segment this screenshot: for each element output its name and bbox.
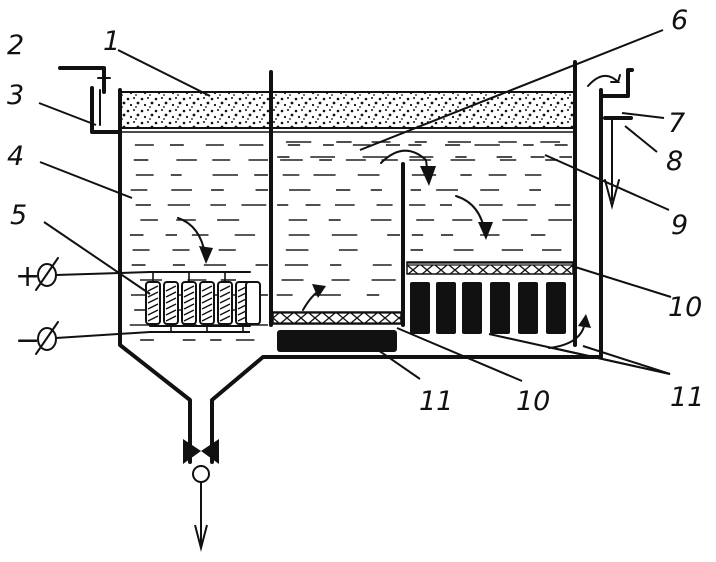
electrode-bottom [277,330,397,352]
electrode-hatch [183,309,195,316]
electrode-hatch [147,303,159,310]
label-10-lower: 10 [516,386,550,417]
electrode-hatch [201,315,213,322]
label-7: 7 [668,108,685,139]
left-foam-trough [90,86,122,134]
electrode-hatch [183,303,195,310]
electrode-hatch [165,291,177,298]
electrode-plate-dark [490,282,510,334]
electrode-hatch [147,297,159,304]
electrode-hatch [165,303,177,310]
label-5: 5 [10,200,27,231]
electrode-hatch [219,297,231,304]
label-9: 9 [671,210,688,241]
electrode-plate-dark [410,282,430,334]
electrode-hatch [183,285,195,292]
electrode-hatch [165,309,177,316]
electrode-plate-dark [462,282,482,334]
electrode-hatch [165,285,177,292]
electrode-block-right [410,282,566,334]
electrode-plate-dark [518,282,538,334]
foam-layer [119,91,576,129]
label-8: 8 [666,146,683,177]
label-4: 4 [7,141,24,172]
electrode-hatch [147,309,159,316]
electrode-block-left [145,271,261,333]
svg-text:+: + [15,259,40,294]
grid-upper [406,261,574,275]
label-1: 1 [103,26,120,57]
label-6: 6 [671,5,688,36]
label-11-bottom: 11 [419,386,453,417]
label-11-right: 11 [670,382,704,413]
electrode-hatch [201,291,213,298]
terminal-positive: + [15,257,151,294]
electrode-hatch [147,285,159,292]
electrode-hatch [201,285,213,292]
drain-outlet-arrow [194,481,208,552]
electrode-hatch [165,297,177,304]
water-wave-lines [129,141,572,341]
electrode-hatch [147,315,159,322]
terminal-negative: − [15,321,151,358]
foam-overflow-arrow [587,74,621,87]
flow-arrows [177,149,591,349]
electrode-hatch [201,303,213,310]
feed-pipe [58,66,111,94]
electrode-hatch [183,291,195,298]
leader-lines [38,29,672,382]
electrode-hatch [219,315,231,322]
right-foam-trough [599,68,634,210]
label-2: 2 [7,30,24,61]
grid-lower [272,311,402,325]
electrode-hatch [165,315,177,322]
svg-text:−: − [15,323,40,358]
electrode-hatch [219,303,231,310]
electrode-hatch [183,297,195,304]
electrode-hatch [147,291,159,298]
electrode-hatch [183,315,195,322]
electrode-plate [245,281,261,325]
electrode-plate-dark [546,282,566,334]
electrode-plate-dark [436,282,456,334]
electrode-hatch [219,291,231,298]
electrode-hatch [201,309,213,316]
electrode-hatch [201,297,213,304]
label-3: 3 [7,80,24,111]
electrode-hatch [219,309,231,316]
label-10-upper: 10 [668,292,702,323]
electrode-hatch [219,285,231,292]
